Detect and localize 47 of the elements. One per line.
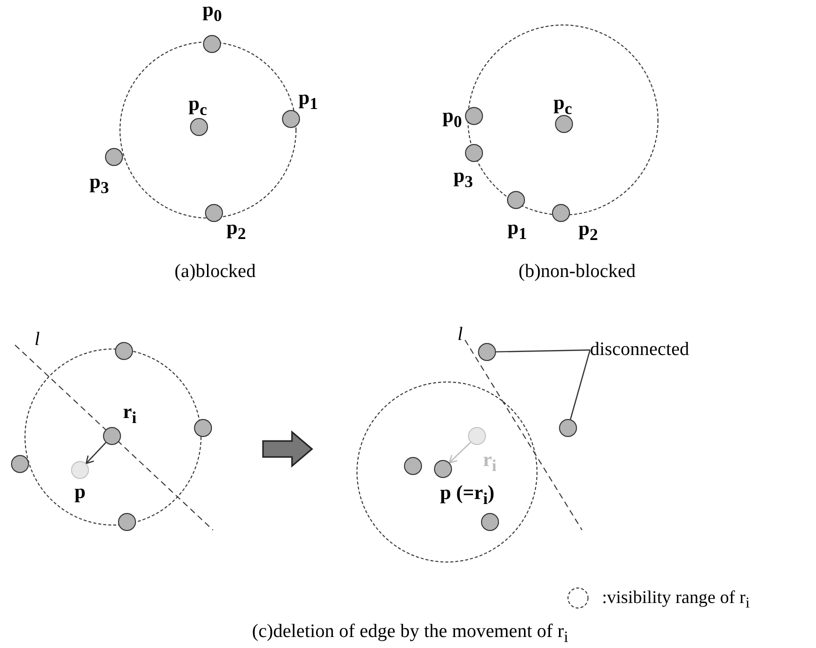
robot-circle <box>559 419 577 437</box>
robot-label: p$_{c}$ <box>554 93 572 118</box>
robot-circle <box>555 115 573 133</box>
leader-line <box>496 349 590 352</box>
caption: (b)non-blocked <box>518 262 636 281</box>
robot-circle <box>481 513 499 531</box>
robot-label: p$_{3}$ <box>90 172 109 197</box>
robot-label: r$_{i}$ <box>123 402 137 427</box>
line-label: l <box>458 325 463 344</box>
robot-circle <box>465 144 483 162</box>
robot-label: p$_{0}$ <box>442 106 462 131</box>
movement-arrow <box>448 442 471 464</box>
robot-circle <box>118 513 136 531</box>
robot-circle <box>468 427 486 445</box>
robot-circle <box>71 461 89 479</box>
robot-label: p$_{1}$ <box>298 88 318 113</box>
robot-circle <box>205 204 223 222</box>
robot-label: p$_{3}$ <box>454 166 473 191</box>
robot-label: p (=r$_{i}$) <box>440 483 494 508</box>
robot-label: p$_{0}$ <box>202 0 222 25</box>
annotation-text: disconnected <box>590 340 690 359</box>
robot-circle <box>11 455 29 473</box>
robot-label: p <box>74 482 86 502</box>
robot-circle <box>465 107 483 125</box>
robot-label: p$_{2}$ <box>578 219 598 244</box>
robot-circle <box>404 457 422 475</box>
movement-arrow <box>86 442 106 464</box>
robot-circle <box>507 191 525 209</box>
caption: (a)blocked <box>174 262 256 281</box>
robot-circle <box>552 204 570 222</box>
robot-label: p$_{2}$ <box>226 218 246 243</box>
robot-circle <box>194 419 212 437</box>
robot-label: p$_{c}$ <box>188 94 208 119</box>
caption: (c)deletion of edge by the movement of r$_{i}$ <box>252 622 568 646</box>
robot-label: r$_{i}$ <box>483 450 497 475</box>
robot-circle <box>190 118 208 136</box>
legend-label: :visibility range of r$_{i}$ <box>602 588 750 612</box>
leader-line <box>570 350 591 420</box>
robot-circle <box>115 342 133 360</box>
robot-circle <box>103 427 121 445</box>
robot-label: p$_{1}$ <box>508 218 527 243</box>
robot-circle <box>203 35 221 53</box>
line-label: l <box>34 330 40 349</box>
robot-circle <box>105 148 123 166</box>
robot-circle <box>478 343 496 361</box>
robot-circle <box>434 460 452 478</box>
robot-circle <box>282 110 300 128</box>
